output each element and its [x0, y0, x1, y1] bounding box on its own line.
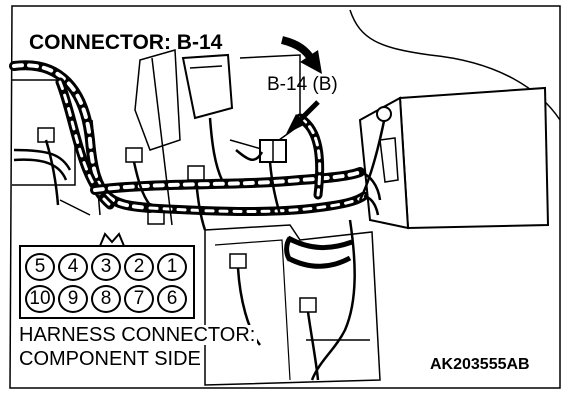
tray-cables: [284, 235, 353, 269]
tray-inner: [214, 239, 291, 381]
pin-10: 10: [25, 285, 55, 313]
leader-line: [151, 57, 173, 226]
wall-line-2: [59, 199, 91, 216]
key-mark: [99, 232, 125, 247]
panel-outline: [9, 5, 561, 389]
thin-wires: [13, 117, 386, 381]
intake-outline: [134, 49, 181, 151]
pin-6: 6: [157, 285, 187, 313]
small-connector: [187, 165, 205, 181]
curved-arrow-top-head: [300, 50, 322, 74]
small-connector: [299, 297, 317, 313]
image-code: AK203555AB: [430, 356, 530, 373]
small-connector: [229, 253, 247, 269]
ring-terminal: [376, 106, 392, 122]
harness-bundles: [9, 60, 369, 216]
pin-row-bottom: 10 9 8 7 6: [25, 285, 190, 313]
pin-1: 1: [157, 253, 187, 281]
pin-4: 4: [58, 253, 88, 281]
pin-5: 5: [25, 253, 55, 281]
battery-box: [398, 86, 550, 230]
relay-top: [189, 65, 223, 69]
pin-9: 9: [58, 285, 88, 313]
pin-8: 8: [91, 285, 121, 313]
relay-block: [181, 53, 234, 120]
harness-label-line1: HARNESS CONNECTOR:: [19, 324, 258, 346]
small-connector: [37, 127, 55, 143]
pin-7: 7: [124, 285, 154, 313]
battery-terminal: [379, 137, 399, 183]
pin-layout-box: 5 4 3 2 1 10 9 8 7 6: [19, 245, 195, 319]
small-connector: [125, 147, 143, 163]
pin-3: 3: [91, 253, 121, 281]
connector-callout-label: B-14 (B): [267, 74, 338, 95]
pin-row-top: 5 4 3 2 1: [25, 253, 190, 281]
pointer-arrow-b14-head: [286, 114, 306, 134]
pin-2: 2: [124, 253, 154, 281]
harness-label-line2: COMPONENT SIDE: [19, 348, 203, 370]
housing-outline: [229, 54, 301, 151]
connector-title: CONNECTOR: B-14: [29, 31, 223, 54]
